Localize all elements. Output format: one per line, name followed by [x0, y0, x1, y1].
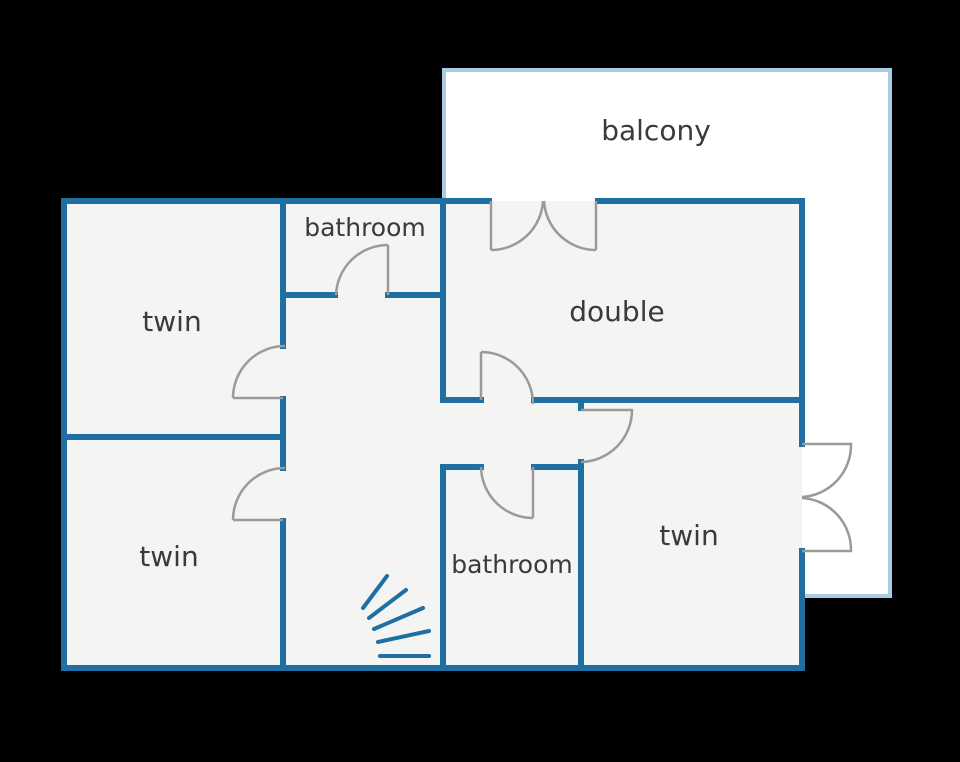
balcony-double-door	[489, 200, 598, 252]
double-door	[479, 350, 535, 405]
twin-bottom-left-door	[231, 466, 286, 522]
twin-top-left-door	[231, 344, 286, 400]
twin-right-balcony-door	[801, 442, 853, 553]
walls	[61, 198, 805, 671]
bathroom-top-label: bathroom	[304, 213, 426, 242]
twin-right-door	[580, 408, 634, 464]
bathroom-bottom-label: bathroom	[451, 550, 573, 579]
bathroom-top-door	[334, 243, 390, 296]
bathroom-bottom-door	[479, 466, 535, 520]
twin-bottom-left-label: twin	[139, 540, 198, 573]
stairs-icon	[361, 574, 431, 658]
twin-top-left-label: twin	[142, 305, 201, 338]
doors	[231, 200, 853, 553]
double-label: double	[569, 295, 664, 328]
twin-right-label: twin	[659, 519, 718, 552]
balcony-label: balcony	[601, 114, 711, 147]
